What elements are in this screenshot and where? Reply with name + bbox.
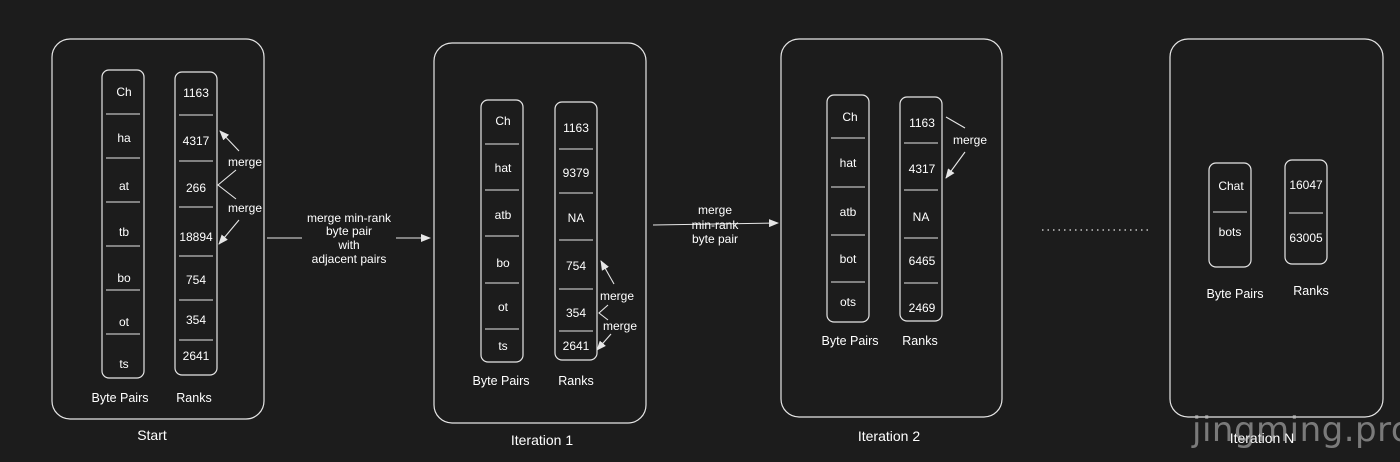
- byte-pairs-label: Byte Pairs: [473, 374, 530, 388]
- merge-label: merge: [603, 319, 637, 333]
- merge-label: merge: [228, 155, 262, 169]
- panel-title: Iteration N: [1230, 430, 1295, 446]
- byte-pair-cell: atb: [840, 205, 857, 219]
- transition-label: merge: [698, 203, 732, 217]
- byte-pair-cell: hat: [495, 161, 512, 175]
- transition-label: with: [337, 238, 359, 252]
- rank-cell: 754: [186, 273, 206, 287]
- byte-pair-cell: Chat: [1218, 179, 1244, 193]
- merge-label: merge: [953, 133, 987, 147]
- byte-pairs-label: Byte Pairs: [822, 334, 879, 348]
- byte-pairs-column: Chat bots: [1208, 162, 1252, 268]
- merge-annotation: merge merge: [217, 130, 262, 245]
- byte-pair-cell: ha: [117, 131, 131, 145]
- ranks-column: 1163 4317 NA 6465 2469: [899, 96, 943, 322]
- byte-pair-cell: ot: [498, 300, 509, 314]
- byte-pair-cell: bot: [840, 252, 857, 266]
- panel-title: Start: [137, 427, 167, 443]
- byte-pair-cell: Ch: [495, 114, 510, 128]
- ranks-column: 1163 4317 266 18894 754 354 2641: [174, 71, 218, 376]
- rank-cell: 18894: [179, 230, 213, 244]
- transition-label: min-rank: [692, 218, 740, 232]
- byte-pair-cell: Ch: [116, 85, 131, 99]
- panel-title: Iteration 1: [511, 432, 573, 448]
- transition-label: adjacent pairs: [312, 252, 387, 266]
- panel-start: Ch ha at tb bo ot ts 1163 4317 266 18894…: [51, 38, 265, 443]
- rank-cell: 754: [566, 259, 586, 273]
- rank-cell: 266: [186, 181, 206, 195]
- panel-title: Iteration 2: [858, 428, 920, 444]
- transition-arrow: merge min-rank byte pair: [652, 203, 779, 246]
- byte-pair-cell: ts: [119, 357, 128, 371]
- byte-pair-cell: bots: [1219, 225, 1242, 239]
- ranks-label: Ranks: [902, 334, 937, 348]
- byte-pair-cell: bo: [117, 271, 131, 285]
- rank-cell: 9379: [563, 166, 590, 180]
- byte-pair-cell: ots: [840, 295, 856, 309]
- ranks-column: 16047 63005: [1284, 159, 1328, 265]
- byte-pair-cell: at: [119, 179, 130, 193]
- panel-iteration-1: Ch hat atb bo ot ts 1163 9379 NA 754 354…: [433, 42, 647, 448]
- byte-pair-cell: tb: [119, 225, 129, 239]
- byte-pair-cell: ot: [119, 315, 130, 329]
- byte-pairs-label: Byte Pairs: [92, 391, 149, 405]
- watermark: jingming.pro: [1192, 410, 1400, 450]
- transition-label: merge min-rank: [307, 211, 392, 225]
- byte-pair-cell: bo: [496, 256, 510, 270]
- byte-pair-cell: hat: [840, 156, 857, 170]
- panel-iteration-2: Ch hat atb bot ots 1163 4317 NA 6465 246…: [780, 38, 1003, 444]
- rank-cell: 4317: [909, 162, 936, 176]
- panel-iteration-n: Chat bots 16047 63005 Byte Pairs Ranks I…: [1169, 38, 1384, 446]
- rank-cell: 4317: [183, 134, 210, 148]
- merge-label: merge: [600, 289, 634, 303]
- byte-pairs-column: Ch ha at tb bo ot ts: [101, 69, 145, 379]
- byte-pair-cell: ts: [498, 339, 507, 353]
- merge-annotation: merge: [945, 116, 987, 179]
- byte-pairs-column: Ch hat atb bot ots: [826, 94, 870, 323]
- rank-cell: NA: [568, 211, 585, 225]
- ranks-label: Ranks: [176, 391, 211, 405]
- rank-cell: 16047: [1289, 178, 1323, 192]
- rank-cell: 6465: [909, 254, 936, 268]
- byte-pairs-column: Ch hat atb bo ot ts: [480, 99, 524, 363]
- ranks-column: 1163 9379 NA 754 354 2641: [554, 101, 598, 361]
- rank-cell: 354: [186, 313, 206, 327]
- byte-pair-cell: atb: [495, 208, 512, 222]
- rank-cell: 2469: [909, 301, 936, 315]
- ranks-label: Ranks: [558, 374, 593, 388]
- rank-cell: 354: [566, 306, 586, 320]
- transition-label: byte pair: [692, 232, 738, 246]
- rank-cell: 63005: [1289, 231, 1323, 245]
- ranks-label: Ranks: [1293, 284, 1328, 298]
- merge-label: merge: [228, 201, 262, 215]
- merge-annotation: merge merge: [596, 260, 637, 351]
- rank-cell: NA: [913, 210, 930, 224]
- transition-label: byte pair: [326, 224, 372, 238]
- transition-arrow: merge min-rank byte pair with adjacent p…: [267, 211, 431, 266]
- rank-cell: 1163: [563, 121, 589, 135]
- rank-cell: 2641: [183, 349, 210, 363]
- rank-cell: 2641: [563, 339, 590, 353]
- byte-pair-cell: Ch: [842, 110, 857, 124]
- rank-cell: 1163: [183, 86, 209, 100]
- byte-pairs-label: Byte Pairs: [1207, 287, 1264, 301]
- rank-cell: 1163: [909, 116, 935, 130]
